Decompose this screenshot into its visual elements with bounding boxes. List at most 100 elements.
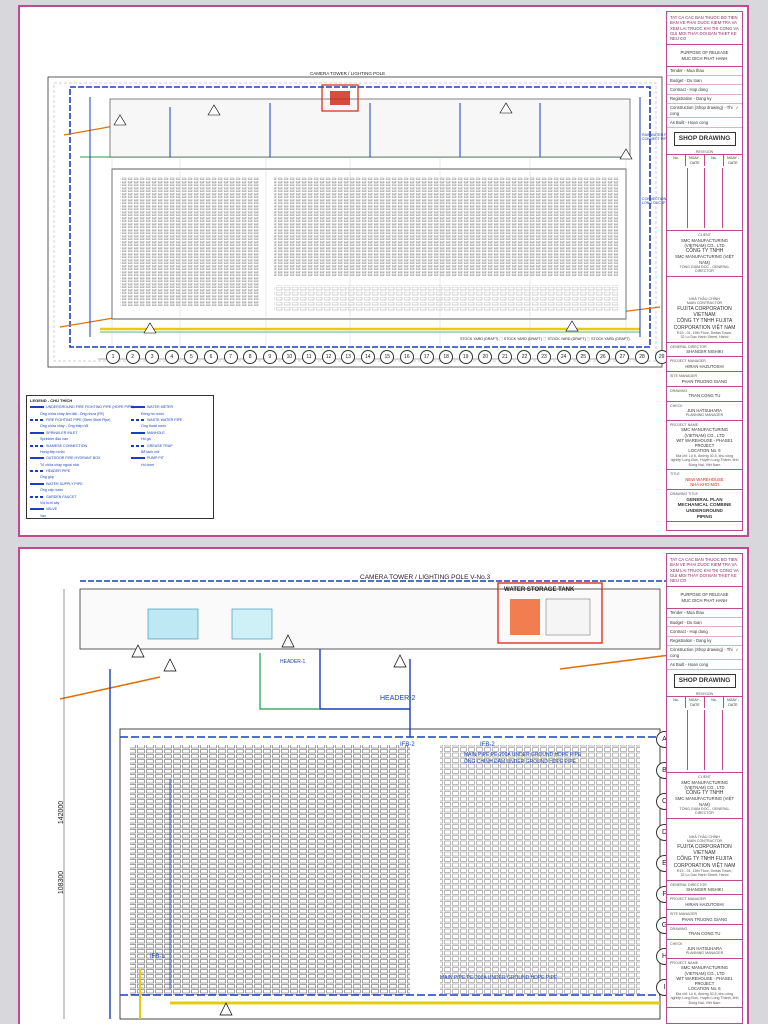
grid-bubble: 20	[478, 350, 493, 364]
legend-text: Sprinkler đầu vào	[40, 437, 68, 442]
shop-drawing-stamp: SHOP DRAWING	[673, 131, 736, 146]
release-field: Tender - Mua thau	[667, 609, 742, 618]
revision-label: REVISION	[695, 149, 714, 154]
legend-item: Ống chữa cháy - Ống thép nổi	[30, 423, 134, 429]
legend-swatch	[30, 495, 44, 498]
project-address: Địa chỉ: Lô 6, đường 30,5, khu công nghi…	[670, 453, 739, 467]
ifb-2-label: IFB-2	[400, 742, 415, 748]
legend-text: HEADER PIPE	[46, 469, 71, 474]
legend-swatch	[30, 418, 44, 421]
release-field: Construction (Shop drawing) - Thi cong✓	[667, 104, 742, 119]
grid-bubble: 25	[576, 350, 591, 364]
legend-swatch	[131, 406, 145, 409]
legend-text: MANHOLE	[147, 430, 165, 435]
purpose-label-2: PURPOSE OF RELEASE	[680, 592, 729, 598]
legend-title: LEGEND - CHÚ THÍCH	[30, 398, 73, 403]
project-line-2: WIT WAREHOUSE - PHASE1 PROJECT	[676, 437, 733, 449]
title-block: TAT CA CAC BAN THUOC BO TIEN BAN VE PHAI…	[666, 11, 743, 531]
gm-name-2: SHANGIIR NISHIKI	[686, 887, 723, 893]
legend-item: SPRINKLER INLET	[30, 430, 134, 436]
release-field-label: Contract - Hop dong	[670, 628, 708, 634]
rack-area-left	[120, 177, 260, 307]
legend-item: Họng tiếp nước	[30, 449, 134, 455]
purpose-label-vn: MUC DICH PHAT HANH	[681, 55, 728, 61]
project-address-2: Địa chỉ: Lô 6, đường 30,5, khu công nghi…	[670, 991, 739, 1005]
legend-text: WASTE WATER PIPE	[147, 417, 183, 422]
project-label-2: PROJECT NAME	[670, 960, 699, 965]
project-line-3: LOCATION No. 6	[688, 448, 721, 454]
rack-area-right	[274, 177, 618, 277]
title-label: TITLE	[670, 472, 680, 477]
legend-swatch	[30, 431, 44, 434]
release-field-check: ✓	[735, 105, 739, 111]
ifb-2-label-b: IFB-2	[480, 742, 495, 748]
grid-bubble: 12	[321, 350, 336, 364]
dimension-142000: 142000	[58, 800, 66, 825]
legend-swatch	[131, 457, 145, 460]
legend-swatch	[30, 444, 44, 447]
contractor-vn-2-2: CORPORATION VIỆT NAM	[673, 862, 736, 869]
grid-bubble: 23	[537, 350, 552, 364]
legend-text: Hố ga	[141, 437, 151, 442]
client-director-2: TỔNG GIÁM ĐỐC - GENERAL DIRECTOR	[679, 806, 730, 816]
legend-text: VALVE	[46, 507, 58, 512]
grid-bubble: 6	[203, 350, 218, 364]
legend-swatch	[131, 444, 145, 447]
legend-item: HEADER PIPE	[30, 468, 134, 474]
release-field-label: Registration - Dang ky	[670, 96, 712, 101]
camera-tower-label: CAMERA TOWER / LIGHTING POLE	[310, 71, 386, 76]
legend-column-left: UNDERGROUND FIRE FIGHTING PIPE (HDPE PIP…	[30, 404, 134, 519]
main-contractor-vn-2: NHÀ THẦU CHÍNH	[689, 834, 720, 839]
legend-text: Hố bơm	[141, 462, 154, 467]
pm-name-2: HIRAN HAZUTOSHI	[685, 901, 724, 907]
grid-bubble: 15	[380, 350, 395, 364]
check-label-2: CHECK	[670, 941, 683, 946]
grid-bubble: 3	[145, 350, 160, 364]
legend-text: Ống thoát nước	[141, 424, 167, 429]
legend-swatch	[30, 482, 44, 485]
legend-item: Vòi tưới cây	[30, 500, 134, 506]
grid-bubble: 5	[184, 350, 199, 364]
legend-text: Ống chữa cháy - Ống thép nổi	[40, 424, 89, 429]
contractor-address-1-2: R15 - 01, 15th Floor, Deitas Tower,	[676, 868, 733, 873]
site-manager-name-2: PHAN TRUONG GIANG	[681, 916, 728, 922]
title-line-2: NHÀ KHO MỚI	[690, 481, 719, 487]
release-field: Contract - Hop dong	[667, 627, 742, 637]
release-field: Budget - Du toan	[667, 618, 742, 628]
project-line-1: SMC MANUFACTURING (VIETNAM) CO., LTD	[681, 427, 728, 438]
legend-item: WATER SUPPLY PIPE	[30, 481, 134, 487]
release-field-label: As Built - Hoan cong	[670, 661, 709, 667]
grid-bubble: 7	[223, 350, 238, 364]
grid-bubble: 16	[399, 350, 414, 364]
gm-name: SHANGIIR NISHIKI	[686, 349, 723, 355]
shop-drawing-stamp-2: SHOP DRAWING	[673, 673, 736, 688]
legend-item: Hố bơm	[131, 462, 182, 468]
grid-bubble: 19	[458, 350, 473, 364]
pm-name: HIRAN HAZUTOSHI	[685, 363, 724, 369]
legend-text: WATER SUPPLY PIPE	[46, 481, 83, 486]
release-field-label: Contract - Hop dong	[670, 86, 708, 92]
camera-tower-label-2: CAMERA TOWER / LIGHTING POLE V-No.3	[360, 574, 491, 581]
grid-bubble: 10	[282, 350, 297, 364]
gm-label-2: GENERAL DIRECTOR	[670, 882, 707, 887]
release-field: Contract - Hop dong	[667, 85, 742, 95]
legend-item: MANHOLE	[131, 430, 182, 436]
legend-text: SIAMESE CONNECTION	[46, 443, 88, 448]
legend-text: Vòi tưới cây	[40, 501, 60, 506]
legend-text: Ống cấp nước	[40, 488, 64, 493]
client-label: CLIENT	[698, 233, 711, 238]
check-role-2: PLANNING MANAGER	[685, 951, 724, 956]
grid-bubble: 28	[635, 350, 650, 364]
client-name-vn-2: SMC MANUFACTURING (VIỆT NAM)	[675, 254, 734, 265]
client-name-vn: CÔNG TY TNHH	[685, 248, 724, 255]
grid-bubble: 22	[517, 350, 532, 364]
purpose-label-vn-2: MUC DICH PHAT HANH	[681, 597, 728, 603]
legend-text: WATER METER	[147, 405, 174, 410]
grid-bubble: 24	[556, 350, 571, 364]
grid-bubble: 27	[615, 350, 630, 364]
enlarged-plan-drawing	[59, 580, 670, 1020]
